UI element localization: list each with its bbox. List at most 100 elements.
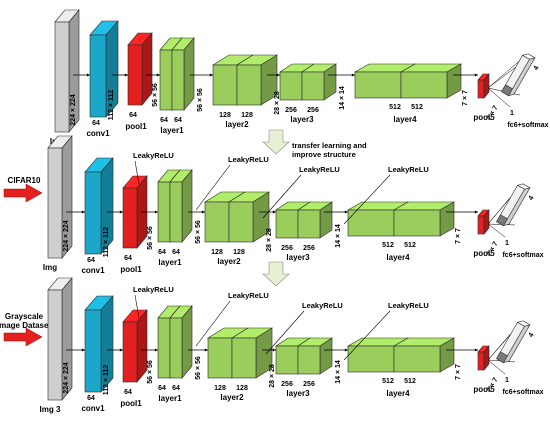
row3-conv1-block-front (84, 309, 102, 393)
row3-layer3-block-b-front (297, 345, 321, 375)
row1-layer1-block-a-front (159, 49, 173, 111)
row1-layer4-dims: 7 × 7 (462, 90, 469, 106)
row2-layer3-block-b (297, 201, 333, 239)
row3-layer1-block-b-side (181, 305, 193, 379)
row1-layer2-label: layer2 (225, 120, 249, 129)
row3-layer4-label: layer4 (386, 389, 410, 398)
row3-layer3-dims: 14 × 14 (335, 360, 342, 384)
row3-leaky-label-1: LeakyReLU (133, 285, 174, 294)
row2-layer1-block-a-front (157, 181, 171, 243)
transfer-arrow-1 (262, 129, 290, 155)
row1-pool1-block-side (141, 32, 153, 106)
row2-pool5-block-front (477, 215, 485, 235)
row1-fc-output (501, 84, 513, 97)
row2-conv1-dims: 112 × 112 (103, 227, 110, 258)
row1-fc-bottom: 1 (510, 110, 514, 117)
row2-layer4-block-b-front (393, 209, 441, 237)
row3-layer4-dims: 7 × 7 (455, 364, 462, 380)
row2-fan-line-4 (487, 223, 506, 238)
row2-pool1-block (122, 175, 148, 249)
row2-layer3-label: layer3 (286, 253, 310, 262)
row2-layer1-block-b-side (181, 169, 193, 243)
row3-pool1-block (122, 309, 148, 383)
row1-layer1-label: layer1 (160, 126, 184, 135)
row3-layer2-label: layer2 (220, 393, 244, 402)
row2-img-slab (47, 135, 73, 259)
row3-pool5-block (477, 345, 490, 371)
row3-layer3-ch1: 256 (281, 381, 293, 388)
row2-layer1-ch1: 64 (158, 249, 166, 256)
row1-fc-side-label: 4 (533, 65, 541, 72)
row3-layer2-dims: 28 × 28 (269, 364, 276, 388)
row2-pool1-block-front (122, 187, 138, 249)
row3-fc-output (496, 351, 508, 364)
row3-leaky-label-3: LeakyReLU (302, 301, 343, 310)
row3-layer2-ch2: 128 (236, 385, 248, 392)
row1-flow-3-head (156, 73, 160, 77)
row2-layer1-block-b (169, 169, 193, 243)
row2-layer1-ch2: 64 (172, 249, 180, 256)
row2-leaky-label-2: LeakyReLU (228, 155, 269, 164)
row3-layer4-block-b (392, 337, 456, 373)
row3-pool1-channels: 64 (124, 389, 132, 396)
row3-img-label: Img 3 (40, 405, 61, 414)
row3-input-arrow (3, 327, 43, 347)
row3-pool1-dims: 56 × 56 (147, 360, 154, 384)
row2-layer1-block-b-front (169, 181, 183, 243)
row2-leaky-line-4 (343, 174, 391, 225)
row1-layer4-block-b-front (400, 71, 448, 99)
row3-layer1-block-b (169, 305, 193, 379)
row1-pool1-block-front (127, 44, 143, 106)
row2-img-slab-front (47, 147, 63, 259)
row1-pool5-dims: 7 × 7 (486, 105, 500, 122)
row1-layer4-block-b (399, 63, 463, 99)
row3-layer1-block-a-front (157, 317, 171, 379)
row2-layer4-block-b (392, 201, 456, 237)
row1-pool5-block (477, 73, 490, 99)
row3-conv1-dims: 112 × 112 (103, 365, 110, 396)
row3-flow-6-head (344, 348, 348, 352)
row3-leaky-label-4: LeakyReLU (388, 301, 429, 310)
row3-layer4-ch1: 512 (382, 378, 394, 385)
row3-leaky-line-4 (343, 310, 391, 361)
row2-conv1-channels: 64 (87, 257, 95, 264)
row2-leaky-line-2 (195, 164, 231, 211)
row2-leaky-label-4: LeakyReLU (388, 165, 429, 174)
row1-layer3-block-a-front (279, 71, 303, 101)
row3-flow-5-head (272, 348, 276, 352)
row2-layer2-ch1: 128 (211, 249, 223, 256)
row2-layer4-ch2: 512 (404, 242, 416, 249)
row2-layer2-dims: 28 × 28 (266, 228, 273, 252)
row2-layer2-block-b-front (228, 201, 254, 243)
row3-layer4-block-a-front (347, 345, 395, 373)
row1-pool1-dims: 56 × 56 (152, 83, 159, 107)
row2-pool1-label: pool1 (120, 265, 142, 274)
row3-pool5-label: pool5 (473, 385, 495, 394)
row2-leaky-line-1 (134, 160, 140, 185)
row3-pool1-block-side (136, 309, 148, 383)
row1-layer1-ch1: 64 (160, 117, 168, 124)
row1-layer1-block-b (171, 37, 195, 111)
row2-layer4-dims: 7 × 7 (455, 228, 462, 244)
row1-layer4-block-a-front (354, 71, 402, 99)
row3-leaky-label-2: LeakyReLU (228, 291, 269, 300)
row2-fc-side-label: 4 (528, 195, 536, 202)
row1-fc-block (501, 53, 536, 97)
row2-layer2-ch2: 128 (233, 249, 245, 256)
row2-img-dims: 224 × 224 (63, 220, 70, 251)
row3-conv1-block (84, 295, 114, 393)
row1-layer4-ch2: 512 (411, 104, 423, 111)
row1-layer3-ch1: 256 (285, 107, 297, 114)
row1-layer1-block-b-side (183, 37, 195, 111)
row3-fc-label: fc6+softmax (502, 389, 543, 396)
row3-pool1-label: pool1 (120, 399, 142, 408)
row3-layer1-block-b-front (169, 317, 183, 379)
row2-leaky-line-3 (262, 174, 302, 219)
row1-flow-4-head (209, 73, 213, 77)
row3-img-slab-front (47, 289, 63, 401)
row1-layer3-block-b (301, 63, 337, 101)
row1-pool1-block (127, 32, 153, 106)
row2-fc-output (496, 214, 508, 227)
